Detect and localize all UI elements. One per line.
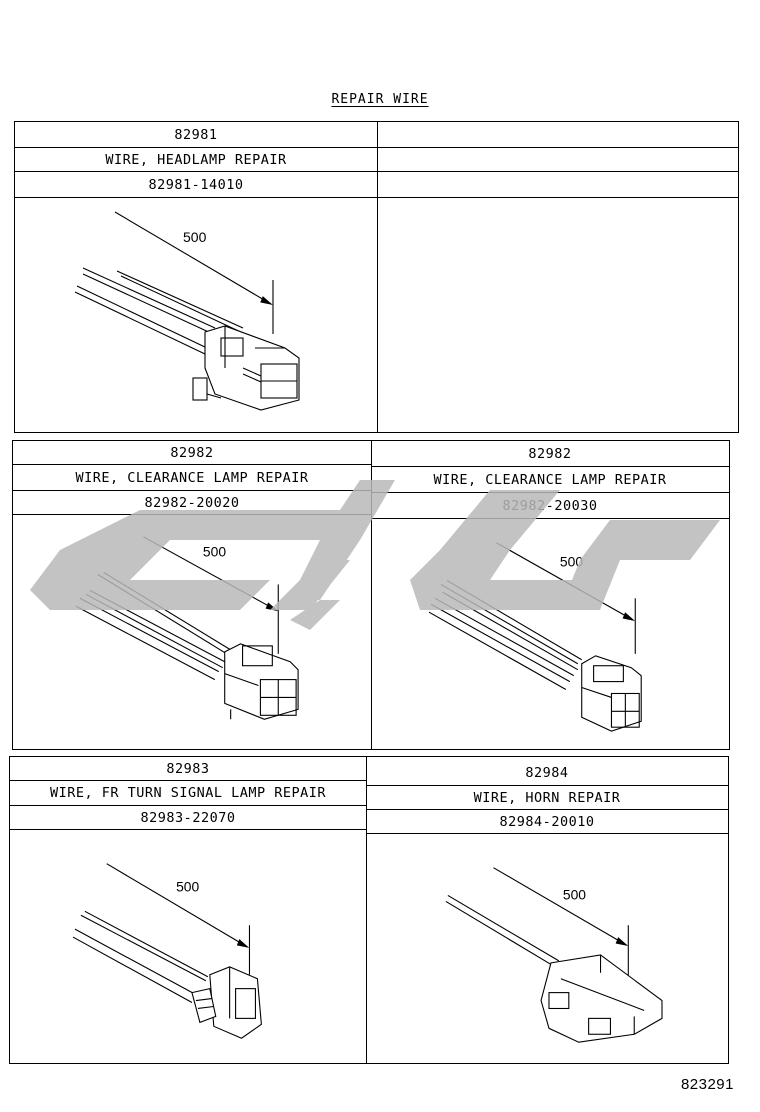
svg-text:500: 500 [176,878,199,894]
part-description: WIRE, HEADLAMP REPAIR [15,148,377,172]
connector-drawing-turn-signal: 500 [10,830,366,1063]
connector-drawing-clearance-20030: 500 [371,519,729,749]
part-group: 82984 [366,761,728,786]
figure-number: 823291 [680,1076,734,1093]
cell-left: 82982 WIRE, CLEARANCE LAMP REPAIR 82982-… [13,441,371,749]
svg-text:500: 500 [563,886,586,902]
connector-drawing-clearance-20020: 500 [13,515,371,749]
part-description: WIRE, CLEARANCE LAMP REPAIR [13,465,371,491]
part-group: 82981 [15,122,377,148]
part-number: 82984-20010 [366,810,728,834]
page-title: REPAIR WIRE [0,92,760,107]
column-divider [366,757,367,1063]
connector-drawing-headlamp: 500 [15,198,377,432]
connector-drawing-horn: 500 [366,834,728,1063]
svg-text:500: 500 [203,544,226,560]
part-number: 82983-22070 [10,806,366,830]
part-description: WIRE, HORN REPAIR [366,786,728,810]
part-number: 82981-14010 [15,172,377,198]
part-description: WIRE, CLEARANCE LAMP REPAIR [371,467,729,493]
part-number: 82982-20030 [371,493,729,519]
part-number: 82982-20020 [13,491,371,515]
part-group: 82982 [371,441,729,467]
section-82981: 82981 WIRE, HEADLAMP REPAIR 82981-14010 … [14,121,739,433]
cell-left: 82983 WIRE, FR TURN SIGNAL LAMP REPAIR 8… [10,757,366,1063]
part-description: WIRE, FR TURN SIGNAL LAMP REPAIR [10,781,366,806]
part-group: 82982 [13,441,371,465]
svg-text:500: 500 [183,229,207,245]
section-82982: 82982 WIRE, CLEARANCE LAMP REPAIR 82982-… [12,440,730,750]
part-group [377,122,738,148]
part-number [377,172,738,198]
part-group: 82983 [10,757,366,781]
cell-right: 82984 WIRE, HORN REPAIR 82984-20010 500 [366,757,728,1063]
part-description [377,148,738,172]
section-82983-82984: 82983 WIRE, FR TURN SIGNAL LAMP REPAIR 8… [9,756,729,1064]
cell-left: 82981 WIRE, HEADLAMP REPAIR 82981-14010 … [15,122,377,432]
column-divider [377,122,378,432]
cell-right-empty [377,122,738,432]
page-title-text: REPAIR WIRE [331,92,429,107]
svg-text:500: 500 [560,554,583,570]
cell-right: 82982 WIRE, CLEARANCE LAMP REPAIR 82982-… [371,441,729,749]
